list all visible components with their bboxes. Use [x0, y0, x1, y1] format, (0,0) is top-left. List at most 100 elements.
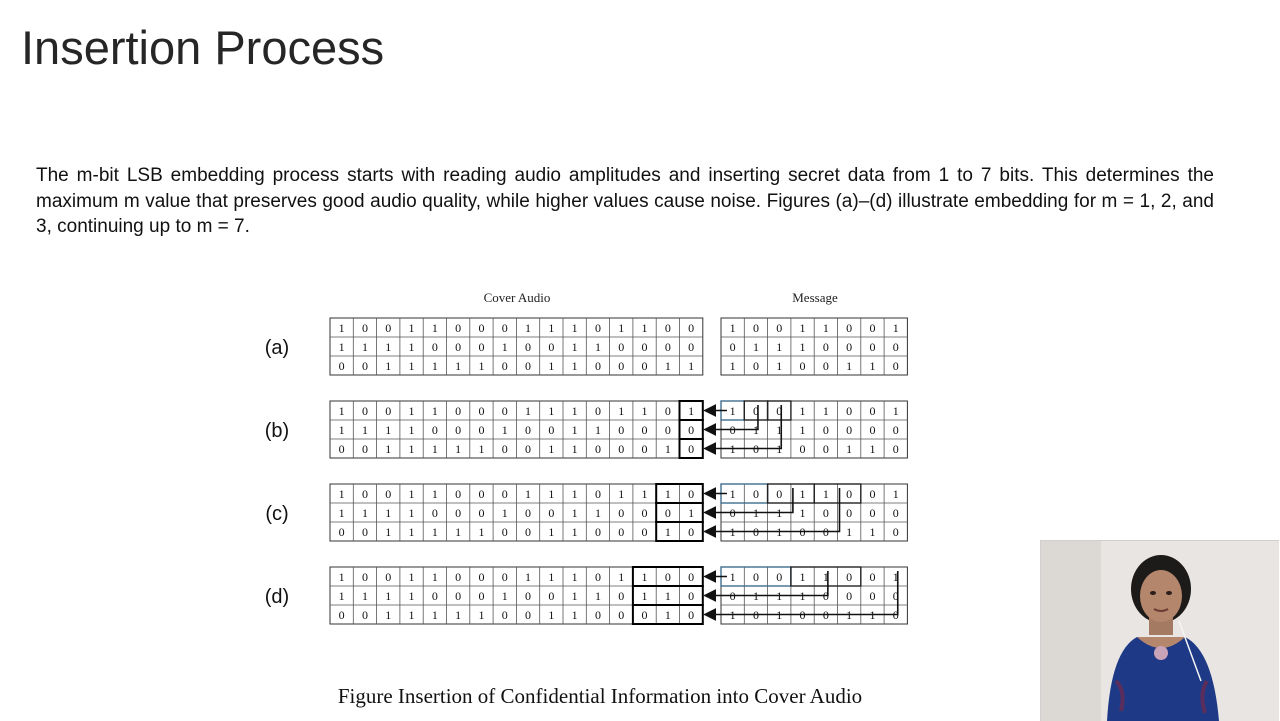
bit-cell: 0: [478, 506, 484, 520]
bit-cell: 0: [548, 340, 554, 354]
bit-cell: 1: [339, 570, 345, 584]
bit-cell: 1: [409, 321, 415, 335]
insertion-arrow: [703, 405, 783, 455]
bit-cell: 1: [572, 404, 578, 418]
bit-cell: 0: [362, 487, 368, 501]
bit-cell: 0: [893, 340, 899, 354]
bit-cell: 1: [502, 589, 508, 603]
bit-cell: 1: [776, 340, 782, 354]
bit-cell: 0: [339, 608, 345, 622]
insertion-arrow: [703, 488, 794, 519]
bit-cell: 1: [548, 570, 554, 584]
bit-cell: 1: [385, 359, 391, 373]
bit-cell: 0: [642, 423, 648, 437]
bit-cell: 0: [846, 340, 852, 354]
bit-cell: 1: [409, 442, 415, 456]
bit-cell: 0: [455, 570, 461, 584]
bit-cell: 1: [846, 442, 852, 456]
bit-cell: 0: [665, 404, 671, 418]
bit-cell: 1: [478, 525, 484, 539]
insertion-arrow: [703, 571, 829, 602]
bit-cell: 0: [869, 340, 875, 354]
bit-cell: 0: [618, 340, 624, 354]
bit-cell: 0: [893, 525, 899, 539]
bit-cell: 1: [823, 404, 829, 418]
bit-cell: 0: [776, 321, 782, 335]
bit-cell: 1: [409, 340, 415, 354]
bit-cell: 1: [339, 589, 345, 603]
bit-cell: 0: [362, 321, 368, 335]
bit-cell: 1: [478, 359, 484, 373]
bit-cell: 0: [893, 423, 899, 437]
bit-cell: 1: [800, 570, 806, 584]
bit-cell: 1: [385, 608, 391, 622]
bit-cell: 1: [665, 487, 671, 501]
bit-cell: 1: [572, 359, 578, 373]
bit-cell: 0: [362, 359, 368, 373]
bit-cell: 1: [893, 487, 899, 501]
bit-cell: 0: [455, 423, 461, 437]
bit-cell: 1: [642, 404, 648, 418]
bit-cell: 1: [385, 506, 391, 520]
bit-cell: 1: [455, 608, 461, 622]
bit-cell: 1: [869, 525, 875, 539]
bit-cell: 0: [502, 608, 508, 622]
bit-cell: 1: [432, 487, 438, 501]
bit-cell: 0: [339, 442, 345, 456]
bit-cell: 1: [846, 525, 852, 539]
bit-cell: 0: [595, 359, 601, 373]
bit-cell: 1: [572, 506, 578, 520]
bit-cell: 0: [688, 525, 694, 539]
bit-cell: 0: [823, 442, 829, 456]
bit-cell: 0: [753, 487, 759, 501]
bit-cell: 1: [823, 487, 829, 501]
panel-label: (b): [265, 420, 289, 442]
bit-cell: 1: [730, 359, 736, 373]
bit-cell: 1: [893, 321, 899, 335]
bit-cell: 1: [502, 340, 508, 354]
bit-cell: 0: [800, 359, 806, 373]
bit-cell: 0: [665, 340, 671, 354]
bit-cell: 0: [776, 404, 782, 418]
bit-cell: 1: [548, 487, 554, 501]
bit-cell: 1: [665, 359, 671, 373]
bit-cell: 0: [478, 570, 484, 584]
embedded-bits-box: [678, 438, 704, 459]
bit-cell: 0: [665, 321, 671, 335]
bit-cell: 1: [409, 525, 415, 539]
bit-cell: 0: [642, 442, 648, 456]
bit-cell: 1: [385, 423, 391, 437]
bit-cell: 0: [478, 589, 484, 603]
bit-cell: 0: [688, 340, 694, 354]
bit-cell: 0: [502, 570, 508, 584]
bit-cell: 1: [572, 442, 578, 456]
bit-cell: 0: [730, 340, 736, 354]
bit-cell: 0: [525, 525, 531, 539]
bit-cell: 1: [642, 589, 648, 603]
bit-cell: 0: [502, 525, 508, 539]
bit-cell: 0: [595, 321, 601, 335]
bit-cell: 0: [753, 359, 759, 373]
bit-cell: 1: [595, 589, 601, 603]
bit-cell: 0: [455, 487, 461, 501]
bit-cell: 0: [869, 506, 875, 520]
bit-cell: 1: [362, 340, 368, 354]
bit-cell: 1: [642, 487, 648, 501]
bit-cell: 0: [753, 404, 759, 418]
bit-cell: 1: [776, 359, 782, 373]
bit-cell: 1: [572, 487, 578, 501]
bit-cell: 0: [642, 608, 648, 622]
bit-cell: 1: [432, 359, 438, 373]
bit-cell: 1: [432, 321, 438, 335]
bit-cell: 0: [893, 589, 899, 603]
bit-cell: 0: [339, 359, 345, 373]
bit-cell: 1: [688, 404, 694, 418]
bit-cell: 0: [893, 506, 899, 520]
bit-cell: 0: [548, 506, 554, 520]
bit-cell: 1: [800, 423, 806, 437]
bit-cell: 1: [665, 608, 671, 622]
bit-cell: 1: [385, 340, 391, 354]
bit-cell: 0: [502, 404, 508, 418]
